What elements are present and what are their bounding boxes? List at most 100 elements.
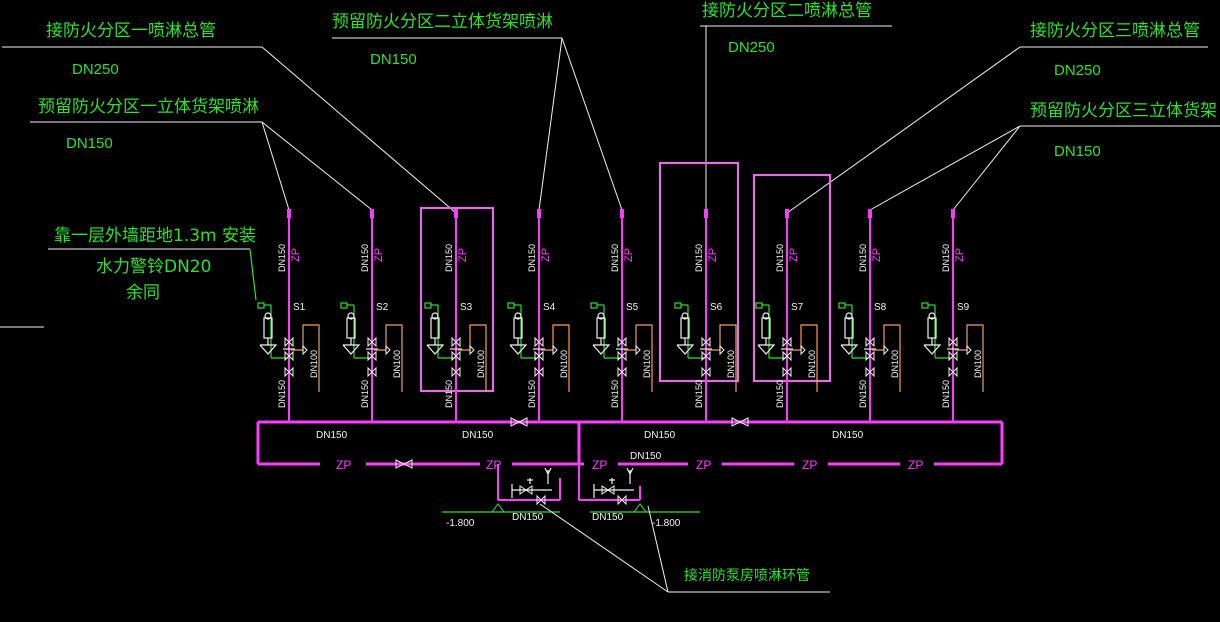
header-valve-1 bbox=[510, 417, 528, 427]
riser-id: S2 bbox=[376, 302, 389, 313]
riser-valve-icon bbox=[284, 336, 290, 348]
riser-valve-icon bbox=[371, 366, 377, 378]
riser-valve-icon bbox=[367, 366, 373, 378]
riser-valve-icon bbox=[786, 336, 792, 348]
riser-valve-icon bbox=[617, 336, 623, 348]
zone2-main-dn: DN250 bbox=[728, 39, 775, 56]
riser-dn-label: DN150 bbox=[360, 244, 370, 272]
riser-lower-dn-label: DN150 bbox=[694, 380, 704, 408]
alarm-valve-cap bbox=[845, 312, 853, 320]
drain-dn-label: DN100 bbox=[476, 350, 486, 378]
riser-valve-icon bbox=[288, 366, 294, 378]
alarm-valve-cap bbox=[347, 312, 355, 320]
riser-lower-dn-label: DN150 bbox=[775, 380, 785, 408]
header-zp-3: ZP bbox=[592, 458, 607, 472]
zone3-rack-dn: DN150 bbox=[1054, 143, 1101, 160]
riser-valve-icon bbox=[288, 350, 294, 362]
drain-dn-label: DN100 bbox=[309, 350, 319, 378]
header-dn-3: DN150 bbox=[644, 430, 676, 441]
riser-valve-icon bbox=[948, 336, 954, 348]
riser-valve-icon bbox=[367, 350, 373, 362]
riser-dn-label: DN150 bbox=[694, 244, 704, 272]
riser-dn-label: DN150 bbox=[527, 244, 537, 272]
header-zp-5: ZP bbox=[802, 458, 817, 472]
drain-pipe bbox=[458, 324, 487, 392]
riser-valve-icon bbox=[455, 350, 461, 362]
alarm-valve-cap bbox=[264, 312, 272, 320]
drain-dn-label: DN100 bbox=[559, 350, 569, 378]
drain-valve-icon bbox=[719, 344, 725, 356]
leader-zone3-main bbox=[786, 46, 1021, 214]
riser-valve-icon bbox=[701, 350, 707, 362]
drain-dn-label: DN100 bbox=[392, 350, 402, 378]
riser-id: S7 bbox=[791, 302, 804, 313]
riser-lower-dn-label: DN150 bbox=[277, 380, 287, 408]
riser-valve-icon bbox=[952, 350, 958, 362]
alarm-valve-cap bbox=[431, 312, 439, 320]
riser-valve-icon bbox=[538, 350, 544, 362]
alarm-valve-cap bbox=[928, 312, 936, 320]
drain-valve-icon bbox=[302, 344, 308, 356]
riser-valve-icon bbox=[705, 350, 711, 362]
riser-lower-dn-label: DN150 bbox=[444, 380, 454, 408]
leader-zone2-rack-b bbox=[561, 37, 623, 211]
riser-valve-icon bbox=[455, 366, 461, 378]
drain-valve-icon bbox=[800, 344, 806, 356]
riser-valve-icon bbox=[367, 336, 373, 348]
drain-valve-icon bbox=[552, 344, 558, 356]
riser-id: S9 bbox=[957, 302, 970, 313]
riser-valve-icon bbox=[705, 366, 711, 378]
leader-zone1-rack-b bbox=[261, 121, 373, 211]
riser-id: S4 bbox=[543, 302, 556, 313]
riser-valve-icon bbox=[451, 350, 457, 362]
riser-lower-dn-label: DN150 bbox=[610, 380, 620, 408]
inlet-right-dn: DN150 bbox=[592, 512, 624, 523]
header-zp-1: ZP bbox=[336, 458, 351, 472]
inlet-left bbox=[442, 464, 561, 513]
riser-valve-icon bbox=[288, 336, 294, 348]
zone1-main-dn: DN250 bbox=[72, 61, 119, 78]
inlet-right-elevation: -1.800 bbox=[652, 518, 681, 529]
header-valve-3 bbox=[395, 459, 413, 469]
zone3-rack-label: 预留防火分区三立体货架 bbox=[1030, 101, 1217, 121]
riser-zp-tag: ZP bbox=[290, 248, 302, 262]
riser-valve-icon bbox=[621, 350, 627, 362]
header-zp-4: ZP bbox=[696, 458, 711, 472]
header-dn-2: DN150 bbox=[462, 430, 494, 441]
leader-zone1-rack-a bbox=[261, 121, 290, 211]
riser-valve-icon bbox=[786, 350, 792, 362]
zone2-main-label: 接防火分区二喷淋总管 bbox=[702, 1, 872, 21]
riser-zp-tag: ZP bbox=[707, 248, 719, 262]
pump-room-leader-b bbox=[647, 505, 669, 593]
riser-valve-icon bbox=[869, 336, 875, 348]
riser-valve-icon bbox=[701, 366, 707, 378]
riser-valve-icon bbox=[284, 350, 290, 362]
riser-valve-icon bbox=[782, 336, 788, 348]
riser-id: S1 bbox=[293, 302, 306, 313]
riser-valve-icon bbox=[865, 350, 871, 362]
header-valve-2 bbox=[731, 417, 749, 427]
riser-lower-dn-label: DN150 bbox=[941, 380, 951, 408]
alarm-note-leader bbox=[249, 248, 257, 301]
inlet-left-dn: DN150 bbox=[512, 512, 544, 523]
riser-zp-tag: ZP bbox=[373, 248, 385, 262]
riser-valve-icon bbox=[617, 350, 623, 362]
riser-valve-icon bbox=[865, 366, 871, 378]
drain-pipe bbox=[872, 324, 901, 392]
riser-valve-icon bbox=[538, 366, 544, 378]
pump-room-label: 接消防泵房喷淋环管 bbox=[684, 567, 810, 584]
zone2-rack-dn: DN150 bbox=[370, 51, 417, 68]
leader-zone3-rack-b bbox=[952, 125, 1021, 211]
riser-zp-tag: ZP bbox=[871, 248, 883, 262]
riser-id: S3 bbox=[460, 302, 473, 313]
riser-valve-icon bbox=[952, 336, 958, 348]
drain-pipe bbox=[374, 324, 403, 392]
header-dn-1: DN150 bbox=[316, 430, 348, 441]
riser-lower-dn-label: DN150 bbox=[360, 380, 370, 408]
